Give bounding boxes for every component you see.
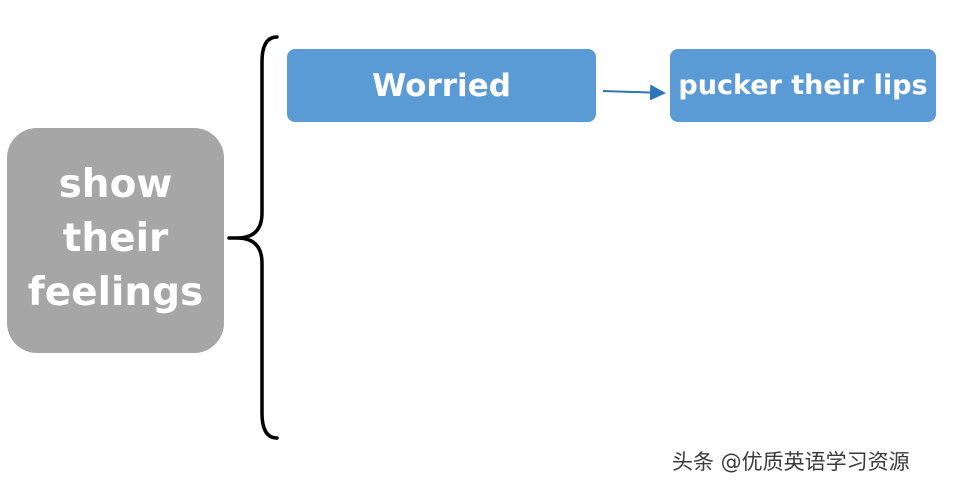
root-node: show their feelings <box>7 128 224 353</box>
arrow-connector <box>602 84 666 101</box>
branch-node-worried: Worried <box>287 49 596 122</box>
detail-node-pucker-lips: pucker their lips <box>670 49 936 122</box>
curly-brace <box>227 35 279 440</box>
detail-node-label: pucker their lips <box>678 70 928 101</box>
watermark-text: 头条 @优质英语学习资源 <box>672 450 910 474</box>
root-node-label: show their feelings <box>27 161 204 315</box>
branch-node-label: Worried <box>372 67 511 104</box>
